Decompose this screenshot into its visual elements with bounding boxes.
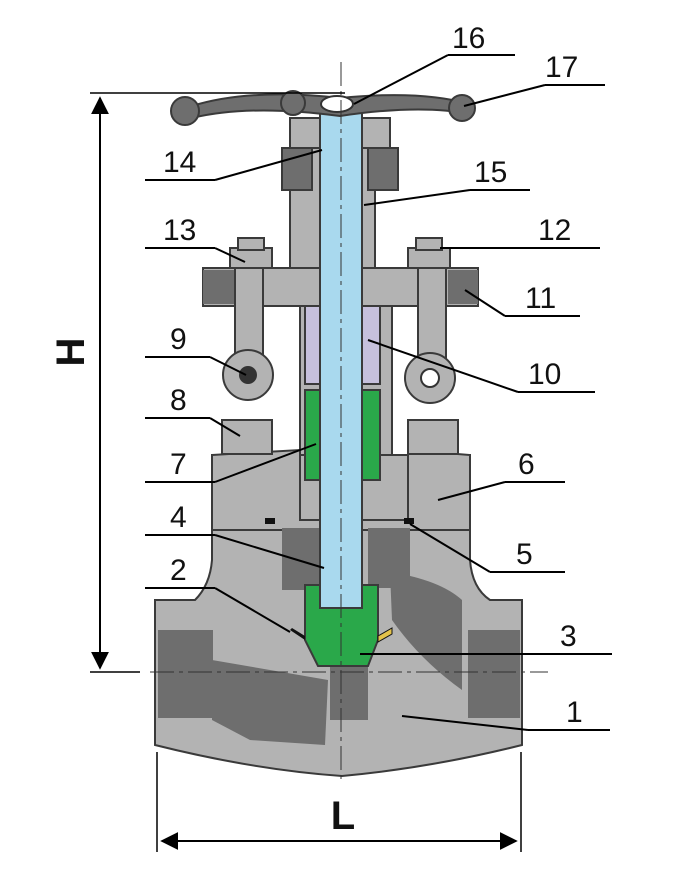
callout-14: 14 [145,146,323,181]
callout-12-label: 12 [538,214,571,247]
callout-8-label: 8 [170,384,187,417]
callout-6-label: 6 [518,448,535,481]
callout-13: 13 [145,214,246,263]
callout-6: 6 [437,448,565,501]
nut-bottom-right [407,419,459,455]
callout-5-label: 5 [516,538,533,571]
callout-4-label: 4 [170,501,187,534]
callout-1: 1 [401,696,610,731]
callout-7: 7 [145,443,317,483]
callout-5: 5 [409,523,565,573]
nut-bottom-left [221,419,273,455]
callout-2-label: 2 [170,554,187,587]
callout-10-label: 10 [528,358,561,391]
callout-3: 3 [360,620,612,655]
callout-4: 4 [145,501,325,569]
callout-17: 17 [463,51,605,107]
nut-top-right [407,237,451,269]
callout-16-label: 16 [452,22,485,55]
callout-13-label: 13 [163,214,196,247]
handwheel [170,90,476,126]
dimension-height-label: H [49,338,93,367]
eye-bolt-left [222,267,274,401]
callout-11-label: 11 [525,282,556,315]
callout-12: 12 [440,214,600,249]
dimension-length-label: L [331,794,355,838]
callout-7-label: 7 [170,448,187,481]
callout-16: 16 [353,22,515,105]
callout-17-label: 17 [545,51,578,84]
callout-10: 10 [367,339,595,393]
callout-1-label: 1 [566,696,583,729]
dimension-height: H [49,92,345,673]
callout-9: 9 [145,323,247,376]
callout-8: 8 [145,384,241,437]
nut-top-left [229,237,273,269]
callout-11: 11 [464,282,580,317]
callout-2: 2 [145,554,291,633]
callout-9-label: 9 [170,323,187,356]
callout-3-label: 3 [560,620,577,653]
callout-14-label: 14 [163,146,196,179]
dimension-length: L [156,752,522,852]
bonnet [211,448,471,590]
yoke-nut [281,117,399,191]
callout-15-label: 15 [474,156,507,189]
callout-15: 15 [363,156,530,206]
